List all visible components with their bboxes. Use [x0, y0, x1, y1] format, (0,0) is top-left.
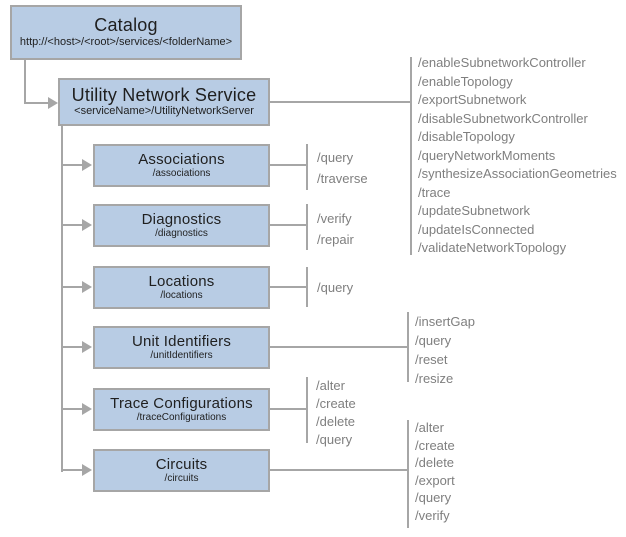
resource-path: /traceConfigurations — [136, 411, 227, 423]
operations-bracket — [407, 420, 409, 528]
operation-label: /synthesizeAssociationGeometries — [418, 166, 617, 181]
resource-title: Locations — [148, 272, 215, 290]
catalog-url: http://<host>/<root>/services/<folderNam… — [19, 35, 233, 48]
connector-line — [270, 224, 306, 226]
resource-path: /unitIdentifiers — [150, 349, 213, 361]
operation-label: /query — [415, 490, 452, 505]
connector-line — [61, 408, 82, 410]
connector-line — [270, 408, 306, 410]
service-title: Utility Network Service — [71, 84, 257, 105]
connector-line — [61, 224, 82, 226]
connector-line — [61, 164, 82, 166]
arrowhead-icon — [82, 281, 92, 293]
resource-title: Trace Configurations — [110, 394, 253, 412]
operation-label: /query — [316, 432, 353, 447]
connector-line — [270, 346, 407, 348]
operation-label: /query — [317, 280, 354, 295]
operation-label: /reset — [415, 352, 448, 367]
operation-label: /query — [415, 333, 452, 348]
operations-bracket — [410, 57, 412, 255]
connector-line — [61, 126, 63, 472]
resource-title: Diagnostics — [141, 210, 222, 228]
operation-label: /disableSubnetworkController — [418, 110, 588, 126]
service-path: <serviceName>/UtilityNetworkServer — [74, 105, 254, 118]
operation-label: /repair — [317, 232, 354, 247]
resource-title: Circuits — [155, 455, 208, 473]
operation-label: /delete — [316, 414, 356, 429]
resource-title: Unit Identifiers — [131, 332, 232, 350]
catalog-node: Catalog http://<host>/<root>/services/<f… — [10, 5, 242, 60]
service-node: Utility Network Service <serviceName>/Ut… — [58, 78, 270, 126]
operation-label: /traverse — [317, 171, 368, 186]
connector-line — [270, 286, 306, 288]
resource-title: Associations — [138, 150, 225, 168]
operations-bracket — [407, 312, 409, 382]
service-operations-list: /enableSubnetworkController/enableTopolo… — [418, 54, 617, 258]
operation-label: /trace — [418, 184, 451, 200]
arrowhead-icon — [82, 403, 92, 415]
operation-label: /alter — [415, 420, 444, 435]
operation-label: /create — [316, 396, 356, 411]
resource-node-unit-identifiers: Unit Identifiers /unitIdentifiers — [93, 326, 270, 369]
operations-bracket — [306, 267, 308, 307]
operation-label: /enableSubnetworkController — [418, 55, 586, 70]
circuits-operations-list: /alter/create/delete/export/query/verify — [415, 419, 455, 524]
connector-line — [24, 60, 26, 104]
connector-line — [61, 469, 82, 471]
resource-node-associations: Associations /associations — [93, 144, 270, 187]
operation-label: /insertGap — [415, 314, 475, 329]
arrowhead-icon — [48, 97, 58, 109]
locations-operations-list: /query — [317, 277, 353, 298]
arrowhead-icon — [82, 159, 92, 171]
resource-path: /diagnostics — [155, 227, 208, 239]
connector-line — [270, 469, 407, 471]
operation-label: /updateSubnetwork — [418, 203, 531, 218]
operation-label: /alter — [316, 378, 345, 393]
associations-operations-list: /query/traverse — [317, 147, 368, 189]
resource-node-trace-configurations: Trace Configurations /traceConfiguration… — [93, 388, 270, 431]
resource-path: /circuits — [164, 472, 199, 484]
operation-label: /updateIsConnected — [418, 221, 535, 237]
operation-label: /resize — [415, 371, 454, 386]
resource-path: /locations — [160, 289, 203, 301]
operations-bracket — [306, 377, 308, 443]
operation-label: /create — [415, 437, 455, 453]
operation-label: /queryNetworkMoments — [418, 147, 556, 163]
unit-identifiers-operations-list: /insertGap/query/reset/resize — [415, 312, 475, 388]
resource-node-locations: Locations /locations — [93, 266, 270, 309]
connector-line — [270, 101, 410, 103]
operation-label: /exportSubnetwork — [418, 92, 527, 107]
resource-node-diagnostics: Diagnostics /diagnostics — [93, 204, 270, 247]
connector-line — [24, 102, 48, 104]
diagnostics-operations-list: /verify/repair — [317, 208, 354, 250]
operations-bracket — [306, 144, 308, 190]
resource-node-circuits: Circuits /circuits — [93, 449, 270, 492]
operation-label: /verify — [415, 507, 450, 523]
operation-label: /query — [317, 150, 354, 165]
arrowhead-icon — [82, 464, 92, 476]
catalog-title: Catalog — [94, 15, 158, 36]
connector-line — [270, 164, 306, 166]
operation-label: /export — [415, 472, 455, 488]
arrowhead-icon — [82, 219, 92, 231]
resource-path: /associations — [152, 167, 211, 179]
connector-line — [61, 286, 82, 288]
operations-bracket — [306, 204, 308, 250]
operation-label: /verify — [317, 211, 352, 226]
operation-label: /delete — [415, 455, 455, 470]
operation-label: /enableTopology — [418, 73, 513, 89]
operation-label: /disableTopology — [418, 129, 515, 144]
trace-configurations-operations-list: /alter/create/delete/query — [316, 377, 356, 449]
operation-label: /validateNetworkTopology — [418, 240, 567, 255]
arrowhead-icon — [82, 341, 92, 353]
connector-line — [61, 346, 82, 348]
